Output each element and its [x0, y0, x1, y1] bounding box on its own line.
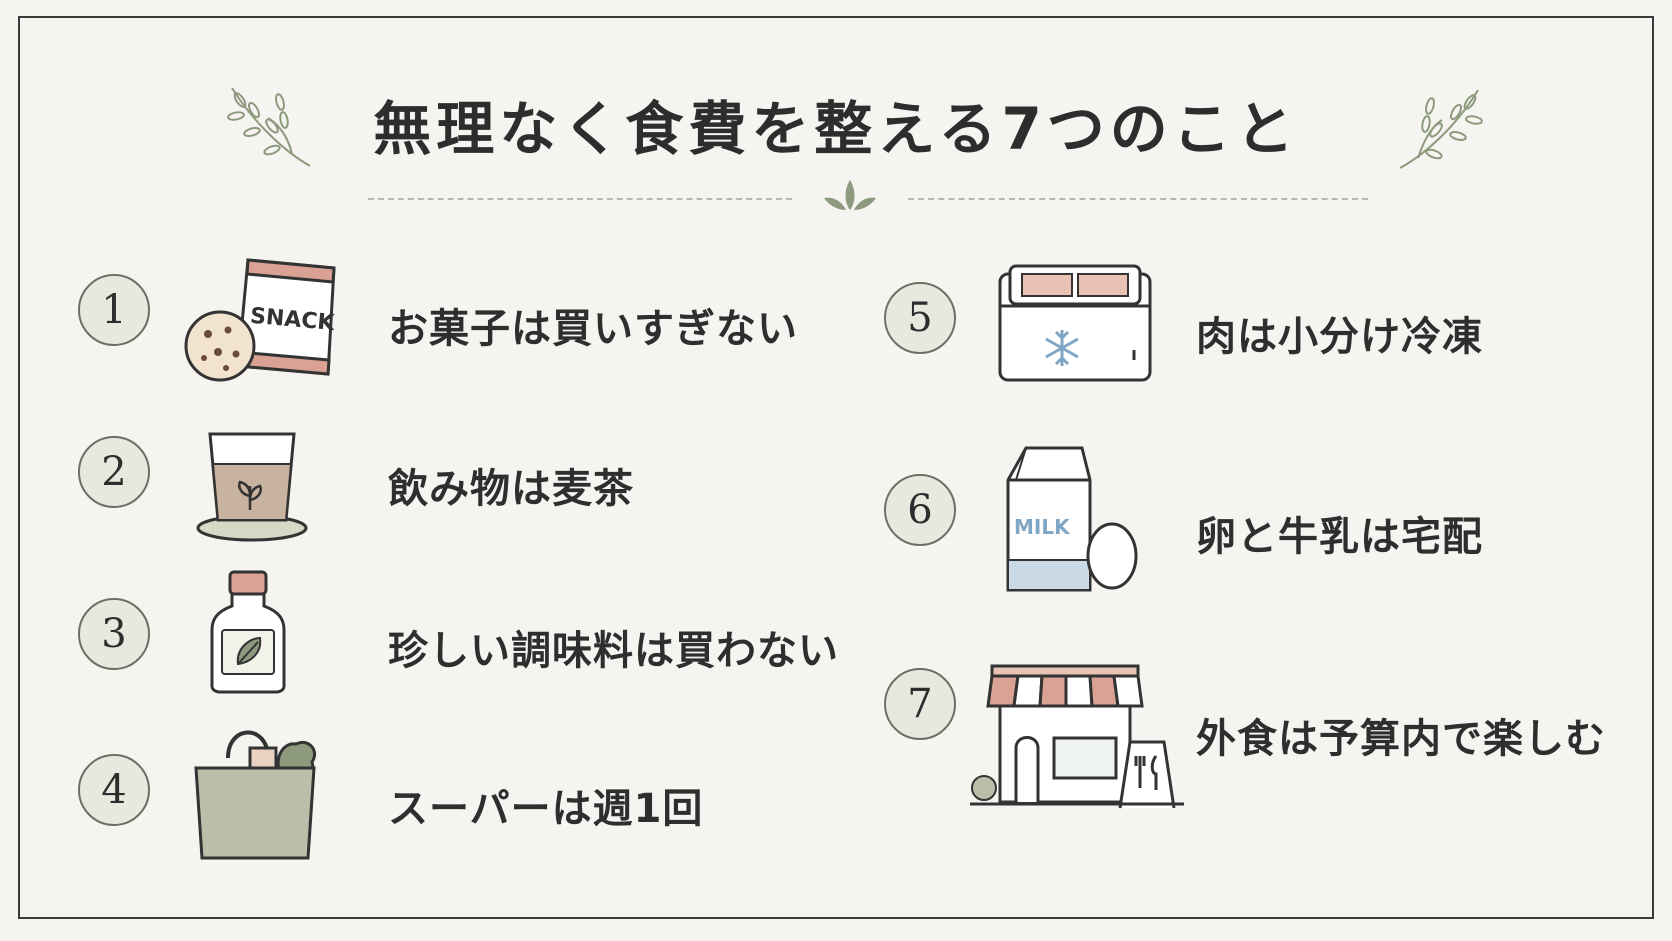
snack-cookie-icon: SNACK — [184, 258, 336, 382]
item-7-number-badge: 7 — [884, 668, 956, 740]
tea-glass-icon — [196, 432, 308, 542]
restaurant-icon — [970, 664, 1184, 809]
page-title: 無理なく食費を整える7つのこと — [373, 95, 1299, 163]
item-6-number-badge: 6 — [884, 474, 956, 546]
item-3-number-badge: 3 — [78, 598, 150, 670]
item-7-label: 外食は予算内で楽しむ — [1196, 716, 1606, 762]
milk-egg-icon: MILK — [1006, 446, 1138, 592]
divider-right — [908, 198, 1368, 200]
shopping-bag-icon — [194, 730, 317, 860]
item-6-label: 卵と牛乳は宅配 — [1196, 514, 1483, 560]
freezer-box-icon — [998, 264, 1152, 382]
item-5-label: 肉は小分け冷凍 — [1196, 314, 1483, 360]
item-1-number-badge: 1 — [78, 274, 150, 346]
item-2-number-badge: 2 — [78, 436, 150, 508]
item-1-label: お菓子は買いすぎない — [388, 306, 798, 352]
milk-label: MILK — [1014, 515, 1071, 539]
item-4-number-badge: 4 — [78, 754, 150, 826]
item-2-label: 飲み物は麦茶 — [388, 466, 634, 512]
divider-leaf-icon — [824, 180, 876, 210]
leaf-sprig-right-icon — [1399, 89, 1483, 169]
leaf-sprig-left-icon — [227, 87, 311, 167]
divider-left — [368, 198, 792, 200]
seasoning-bottle-icon — [210, 570, 286, 694]
item-3-label: 珍しい調味料は買わない — [388, 628, 839, 674]
item-5-number-badge: 5 — [884, 282, 956, 354]
item-4-label: スーパーは週1回 — [388, 786, 704, 832]
